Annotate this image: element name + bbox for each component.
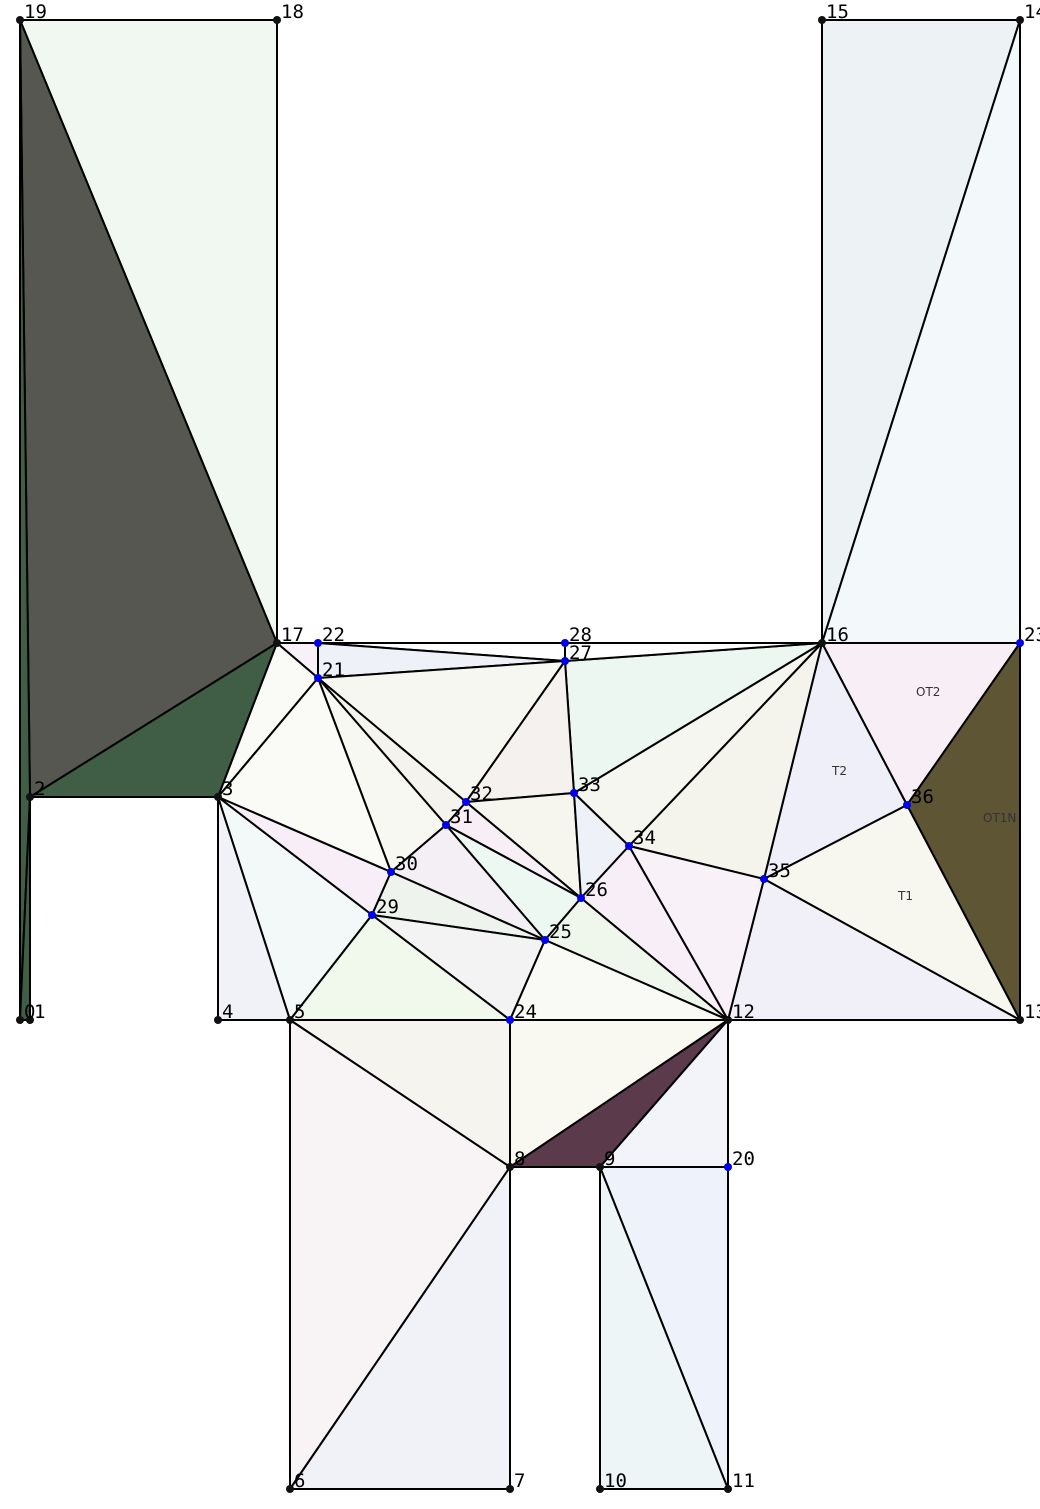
vertex-6-marker: [286, 1485, 294, 1493]
vertex-10-label: 10: [604, 1470, 627, 1492]
vertex-35-label: 35: [768, 860, 791, 882]
region-label-t1: T1: [897, 889, 913, 903]
vertex-23-label: 23: [1024, 624, 1040, 646]
vertex-30-label: 30: [395, 853, 418, 875]
vertex-25-marker: [541, 936, 549, 944]
vertex-6-label: 6: [294, 1470, 305, 1492]
vertex-15-marker: [818, 16, 826, 24]
vertex-1-label: 1: [34, 1001, 45, 1023]
vertex-14-marker: [1016, 16, 1024, 24]
vertex-19-label: 19: [24, 1, 47, 23]
vertex-7-label: 7: [514, 1470, 525, 1492]
vertex-24-label: 24: [514, 1001, 537, 1023]
triangle-9-11-10: [599, 1166, 729, 1490]
vertex-9-marker: [596, 1163, 604, 1171]
region-label-ot2: OT2: [916, 685, 940, 699]
vertex-13-label: 13: [1024, 1001, 1040, 1023]
vertex-12-label: 12: [732, 1001, 755, 1023]
vertex-21-marker: [314, 674, 322, 682]
vertex-28-marker: [561, 639, 569, 647]
vertex-label-layer: 0123456789101112131415161718192021222324…: [24, 1, 1040, 1492]
vertex-2-marker: [26, 793, 34, 801]
vertex-15-label: 15: [826, 1, 849, 23]
vertex-4-label: 4: [222, 1001, 233, 1023]
vertex-2-label: 2: [34, 778, 45, 800]
vertex-29-marker: [368, 911, 376, 919]
triangle-8-7-6: [289, 1166, 511, 1490]
vertex-31-label: 31: [450, 806, 473, 828]
vertex-26-label: 26: [585, 879, 608, 901]
vertex-0-label: 0: [24, 1001, 35, 1023]
region-label-ot1: OT1N: [983, 811, 1016, 825]
vertex-17-label: 17: [281, 624, 304, 646]
vertex-31-marker: [442, 821, 450, 829]
vertex-8-label: 8: [514, 1148, 525, 1170]
triangle-28-16-27: [564, 642, 823, 662]
triangle-3-5-4: [217, 796, 291, 1021]
vertex-17-marker: [273, 639, 281, 647]
vertex-18-label: 18: [281, 1, 304, 23]
vertex-13-marker: [1016, 1016, 1024, 1024]
vertex-32-marker: [462, 798, 470, 806]
vertex-27-label: 27: [569, 642, 592, 664]
vertex-28-label: 28: [569, 624, 592, 646]
vertex-34-label: 34: [633, 827, 656, 849]
vertex-3-marker: [214, 793, 222, 801]
vertex-16-label: 16: [826, 624, 849, 646]
vertex-18-marker: [273, 16, 281, 24]
vertex-0-marker: [16, 1016, 24, 1024]
region-label-t2: T2: [831, 764, 847, 778]
vertex-29-label: 29: [376, 896, 399, 918]
vertex-36-label: 36: [911, 786, 934, 808]
vertex-23-marker: [1016, 639, 1024, 647]
vertex-7-marker: [506, 1485, 514, 1493]
vertex-9-label: 9: [604, 1148, 615, 1170]
vertex-11-marker: [724, 1485, 732, 1493]
vertex-25-label: 25: [549, 921, 572, 943]
vertex-layer: [16, 16, 1024, 1493]
vertex-21-label: 21: [322, 659, 345, 681]
vertex-26-marker: [577, 894, 585, 902]
vertex-22-label: 22: [322, 624, 345, 646]
vertex-35-marker: [760, 875, 768, 883]
vertex-5-label: 5: [294, 1001, 305, 1023]
vertex-5-marker: [286, 1016, 294, 1024]
vertex-20-marker: [724, 1163, 732, 1171]
triangle-2-1-0: [19, 796, 31, 1021]
vertex-16-marker: [818, 639, 826, 647]
vertex-36-marker: [903, 801, 911, 809]
vertex-8-marker: [506, 1163, 514, 1171]
vertex-33-marker: [570, 789, 578, 797]
vertex-33-label: 33: [578, 774, 601, 796]
vertex-22-marker: [314, 639, 322, 647]
vertex-4-marker: [214, 1016, 222, 1024]
vertex-34-marker: [625, 842, 633, 850]
vertex-32-label: 32: [470, 783, 493, 805]
region-label-layer: OT2 T2 OT1N T1: [831, 685, 1016, 903]
vertex-10-marker: [596, 1485, 604, 1493]
vertex-19-marker: [16, 16, 24, 24]
vertex-24-marker: [506, 1016, 514, 1024]
vertex-1-marker: [26, 1016, 34, 1024]
vertex-30-marker: [387, 868, 395, 876]
vertex-14-label: 14: [1024, 1, 1040, 23]
vertex-12-marker: [724, 1016, 732, 1024]
vertex-3-label: 3: [222, 778, 233, 800]
vertex-20-label: 20: [732, 1148, 755, 1170]
triangle-layer: [19, 19, 1021, 1490]
vertex-27-marker: [561, 657, 569, 665]
vertex-11-label: 11: [732, 1470, 755, 1492]
